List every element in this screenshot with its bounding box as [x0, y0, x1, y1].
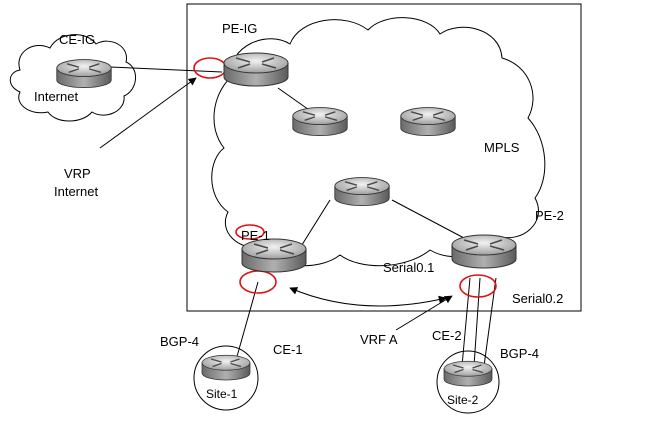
link-pe-2-ce-2-a [461, 277, 471, 367]
link-pe-2-ce-2-c [483, 277, 497, 367]
label-pe-ig: PE-IG [222, 21, 257, 36]
label-ce-2: CE-2 [432, 328, 462, 343]
label-bgp4-left: BGP-4 [160, 334, 199, 349]
label-pe-2: PE-2 [535, 208, 564, 223]
interface-ring-pe-ig [193, 57, 227, 79]
label-site-2: Site-2 [447, 393, 479, 407]
label-mpls: MPLS [484, 140, 520, 155]
internet-cloud [9, 34, 136, 122]
router-icon-site-2 [443, 360, 493, 387]
label-serial01: Serial0.1 [383, 260, 434, 275]
router-icon-core-left [292, 106, 348, 137]
label-pe-1: PE-1 [241, 228, 270, 243]
arrow-pe-1-pe-2 [289, 287, 447, 307]
label-vrp: VRP [64, 166, 91, 181]
link-pe-2-ce-2-b [473, 277, 481, 367]
label-bgp4-right: BGP-4 [500, 346, 539, 361]
router-icon-pe-2 [451, 234, 517, 269]
site-1-circle [193, 345, 259, 411]
label-vrf-a: VRF A [360, 332, 398, 347]
router-icon-core-right [400, 106, 456, 137]
router-icon-site-1 [201, 354, 251, 381]
link-core-pe-1 [299, 199, 331, 249]
link-core-pe-2 [391, 199, 465, 239]
interface-ring-pe-1-upper [235, 224, 265, 240]
site-2-circle [436, 350, 500, 414]
arrow-vrf-a [395, 295, 453, 331]
link-ce-ig-pe-ig [109, 66, 223, 73]
mpls-domain-box [186, 3, 582, 312]
router-icon-pe-ig [223, 52, 289, 87]
link-pe-1-ce-1 [235, 281, 259, 361]
arrow-vrp-internet [99, 77, 197, 149]
label-ce-ig: CE-IG [59, 32, 95, 47]
label-ce-1: CE-1 [273, 342, 303, 357]
label-vrp-internet: Internet [54, 184, 98, 199]
label-serial02: Serial0.2 [512, 291, 563, 306]
label-site-1: Site-1 [206, 387, 238, 401]
router-icon-core-center [334, 176, 390, 207]
router-icon-ce-ig [56, 58, 112, 89]
link-pe-ig-core [277, 87, 313, 113]
router-icon-pe-1 [241, 238, 307, 273]
label-internet: Internet [34, 89, 78, 104]
interface-ring-pe-2 [459, 274, 497, 298]
mpls-cloud [211, 17, 546, 267]
